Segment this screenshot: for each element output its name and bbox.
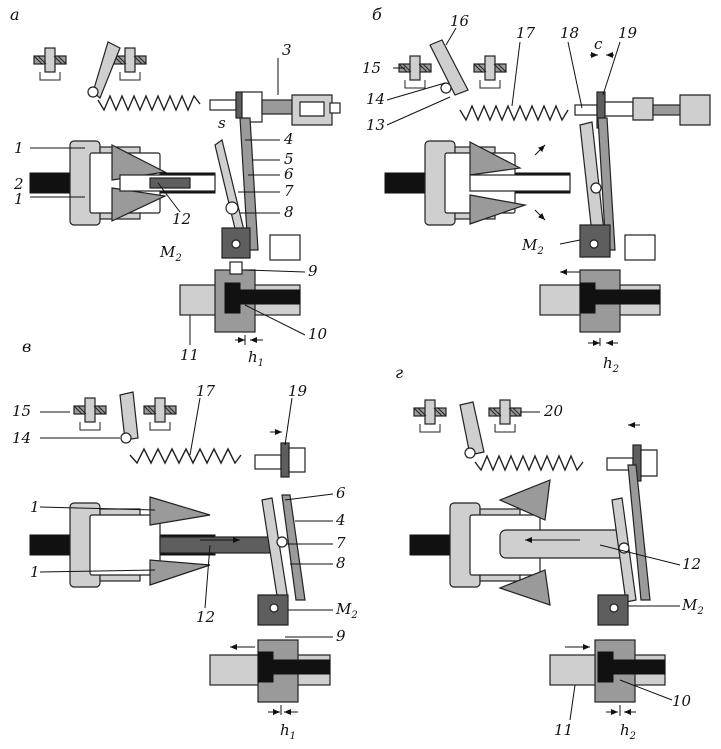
label-h2-g: h2: [620, 721, 636, 742]
label-h1-v: h1: [280, 721, 296, 742]
label-1b: 1: [14, 190, 24, 208]
arm-5: [239, 117, 259, 251]
bolt-15-v: [73, 397, 107, 431]
label-9-v: 9: [336, 627, 346, 645]
label-15-v: 15: [12, 402, 31, 420]
label-12-v: 12: [196, 608, 215, 626]
label-14: 14: [366, 90, 385, 108]
label-15: 15: [362, 59, 381, 77]
label-6-v: 6: [336, 484, 346, 502]
panel-g-label: г: [395, 363, 403, 382]
label-m2-b: M2: [521, 236, 544, 257]
label-2: 2: [13, 175, 24, 193]
bolt-right-v: [143, 397, 177, 431]
bolt-15: [398, 55, 432, 89]
label-18: 18: [560, 24, 579, 42]
label-8: 8: [284, 203, 294, 221]
panel-v-label: в: [22, 337, 31, 356]
label-s: s: [218, 114, 226, 132]
label-6: 6: [284, 165, 294, 183]
bolt-right-b: [473, 55, 507, 89]
label-h1: h1: [248, 348, 264, 369]
label-1: 1: [14, 139, 24, 157]
label-12-g: 12: [682, 555, 701, 573]
label-3: 3: [282, 41, 292, 59]
label-20: 20: [543, 402, 564, 420]
bolt-right: [113, 47, 147, 81]
label-10-g: 10: [672, 692, 692, 710]
label-11: 11: [180, 346, 199, 364]
label-16: 16: [450, 12, 470, 30]
panel-b: б: [362, 5, 711, 375]
label-19-v: 19: [288, 382, 308, 400]
label-14-v: 14: [12, 429, 31, 447]
label-4-v: 4: [335, 511, 346, 529]
spring-17-b: [459, 104, 569, 122]
bolt-20: [488, 399, 522, 433]
panel-g: г 20 12 M2 11 10: [395, 363, 704, 742]
label-8-v: 8: [336, 554, 346, 572]
bolt-left: [33, 47, 67, 81]
label-4: 4: [283, 130, 294, 148]
spring-17: [97, 94, 201, 112]
label-11-g: 11: [554, 721, 573, 739]
label-12: 12: [172, 210, 191, 228]
label-1b-v: 1: [30, 563, 40, 581]
label-m2-v: M2: [335, 600, 358, 621]
bolt-left-g: [413, 399, 447, 433]
label-9: 9: [308, 262, 318, 280]
label-13: 13: [366, 116, 385, 134]
panel-b-label: б: [372, 5, 382, 24]
label-17-v: 17: [196, 382, 216, 400]
label-h2: h2: [603, 354, 619, 375]
label-m2-g: M2: [681, 596, 704, 617]
label-m2: M2: [159, 243, 182, 264]
label-7: 7: [284, 182, 294, 200]
label-1-v: 1: [30, 498, 40, 516]
panel-v: в: [12, 337, 358, 742]
label-7-v: 7: [336, 534, 346, 552]
label-c: c: [594, 35, 603, 53]
panel-a: а: [10, 5, 341, 369]
lever-13: [429, 39, 469, 96]
panel-a-label: а: [10, 5, 20, 24]
label-19: 19: [618, 24, 638, 42]
lever-14: [92, 41, 121, 100]
label-17: 17: [516, 24, 536, 42]
label-5: 5: [284, 150, 294, 168]
label-10: 10: [308, 325, 328, 343]
